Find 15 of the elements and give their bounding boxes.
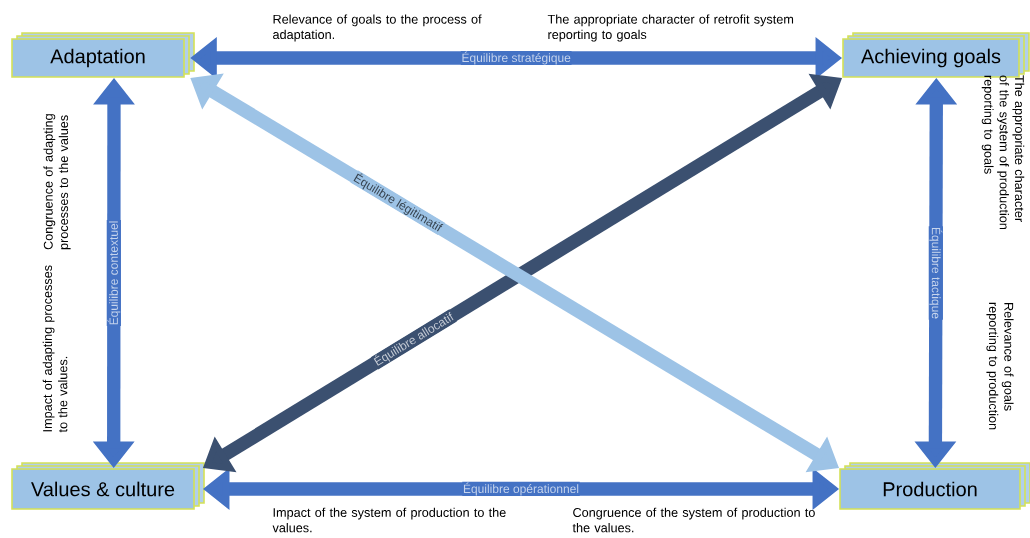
annotation-text: The appropriate character of the system of production reporting to goals xyxy=(981,75,1025,230)
edge-label: Équilibre opérationnel xyxy=(463,482,579,496)
annotation-text: Relevance of goals reporting to production xyxy=(986,302,1014,430)
annotation-text: Congruence of the system of production to the values. xyxy=(572,507,815,533)
stacked-box: Values & culture xyxy=(11,462,205,510)
annotation-text: Congruence of adapting processes to the values xyxy=(43,114,71,250)
edge-label: Équilibre tactique xyxy=(929,227,943,319)
stacked-box: Production xyxy=(839,462,1030,510)
edge-label: Équilibre contextuel xyxy=(107,221,121,325)
edge-label: Équilibre stratégique xyxy=(462,51,571,65)
annotation-text: The appropriate character of retrofit system reporting to goals xyxy=(547,14,794,42)
annotation-text: Relevance of goals to the process of adaptation. xyxy=(273,14,482,42)
stacked-box: Adaptation xyxy=(11,32,195,78)
annotation-text: Impact of the system of production to the values. xyxy=(272,507,506,533)
annotation-text: Impact of adapting processes to the values. xyxy=(42,265,68,433)
